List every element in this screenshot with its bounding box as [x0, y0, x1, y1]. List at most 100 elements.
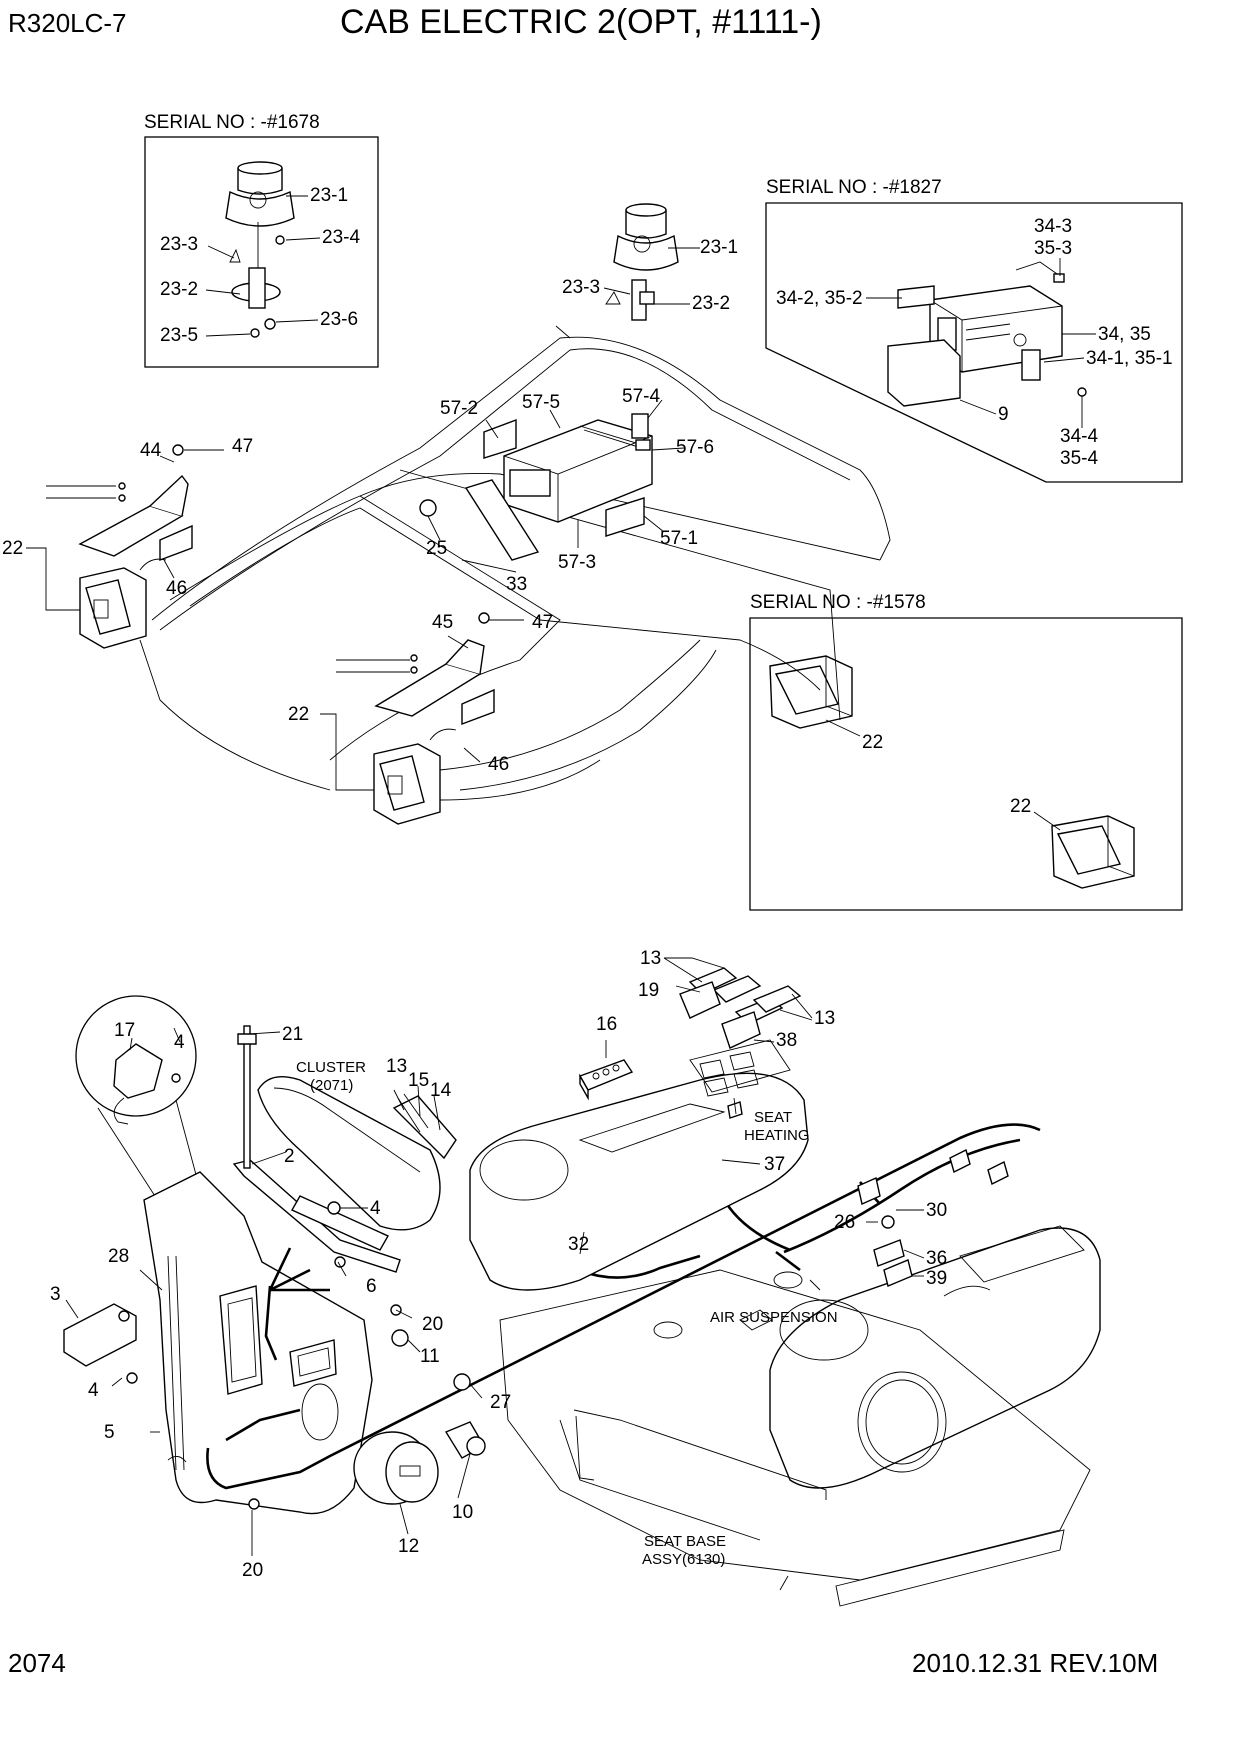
label-3: 3: [50, 1284, 61, 1305]
connectors: [727, 1101, 1009, 1287]
label-22: 22: [2, 538, 23, 559]
label-33: 33: [506, 574, 527, 595]
seat-console-left: [469, 1039, 809, 1291]
label-57-4: 57-4: [622, 386, 660, 407]
work-lamp-icon: [373, 728, 457, 825]
fasteners: [63, 1201, 471, 1510]
note-seat-base: SEAT BASE: [644, 1533, 726, 1550]
label-22: 22: [1010, 796, 1031, 817]
label-34-3: 34-3: [1034, 216, 1072, 237]
label-4: 4: [174, 1032, 185, 1053]
label-39: 39: [926, 1268, 947, 1289]
label-47: 47: [532, 612, 553, 633]
label-34-2-35-2: 34-2, 35-2: [776, 288, 863, 309]
detail-circle: [75, 995, 215, 1245]
work-lamp-bracket: [374, 612, 495, 726]
radio-unit-icon: [419, 413, 653, 561]
beacon-lamp-icon: [225, 161, 295, 338]
label-35-4: 35-4: [1060, 448, 1098, 469]
note-seat-heating: SEAT: [754, 1109, 792, 1126]
note-seat-base: ASSY(6130): [642, 1551, 725, 1568]
label-20: 20: [242, 1560, 263, 1581]
label-35-3: 35-3: [1034, 238, 1072, 259]
label-16: 16: [596, 1014, 617, 1035]
label-20: 20: [422, 1314, 443, 1335]
cab-roof: 23-1 23-3 23-2 57-2 57-5 57-4 57-6 57-1 …: [2, 203, 891, 825]
label-6: 6: [366, 1276, 377, 1297]
inset-caption: SERIAL NO : -#1578: [750, 592, 926, 613]
keypad-icon: [578, 1059, 634, 1101]
label-15: 15: [408, 1070, 429, 1091]
beacon-lamp-icon: [605, 203, 679, 321]
label-37: 37: [764, 1154, 785, 1175]
label-46: 46: [488, 754, 509, 775]
inset-frame: [765, 202, 1183, 483]
label-32: 32: [568, 1234, 589, 1255]
seat-base-frame: [499, 1269, 1091, 1607]
label-11: 11: [420, 1346, 440, 1367]
model-number: R320LC-7: [8, 8, 127, 38]
inset-lamps: SERIAL NO : -#1578 22 22: [749, 592, 1183, 911]
side-panel: [143, 1171, 373, 1515]
label-13: 13: [386, 1056, 407, 1077]
inset-frame: [144, 136, 379, 368]
label-4: 4: [88, 1380, 99, 1401]
wire-harness: [206, 1109, 1041, 1490]
label-23-2: 23-2: [160, 279, 198, 300]
label-57-3: 57-3: [558, 552, 596, 573]
label-46: 46: [166, 578, 187, 599]
label-13: 13: [814, 1008, 835, 1029]
note-cluster: CLUSTER: [296, 1059, 366, 1076]
label-34-1-35-1: 34-1, 35-1: [1086, 348, 1173, 369]
label-23-3: 23-3: [562, 277, 600, 298]
work-lamp-icon: [1051, 815, 1135, 889]
label-36: 36: [926, 1248, 947, 1269]
work-lamp-icon: [79, 558, 167, 649]
label-25: 25: [426, 538, 447, 559]
work-lamp-bracket: [78, 444, 193, 562]
label-13: 13: [640, 948, 661, 969]
page-title: CAB ELECTRIC 2(OPT, #1111-): [340, 3, 822, 41]
label-38: 38: [776, 1030, 797, 1051]
radio-unit-icon: [887, 261, 1087, 407]
inset-beacon: SERIAL NO : -#1678 23-1 23-3 23-4 2: [144, 112, 379, 368]
label-23-1: 23-1: [310, 185, 348, 206]
inset-radio: SERIAL NO : -#1827 34-3 35-3 34-2, 35: [765, 177, 1183, 483]
gauge-icon: [353, 1431, 439, 1505]
label-9: 9: [998, 404, 1009, 425]
inset-caption: SERIAL NO : -#1678: [144, 112, 320, 133]
label-21: 21: [282, 1024, 303, 1045]
label-45: 45: [432, 612, 453, 633]
label-23-1: 23-1: [700, 237, 738, 258]
label-10: 10: [452, 1502, 473, 1523]
note-seat-heating: HEATING: [744, 1127, 810, 1144]
label-34-35: 34, 35: [1098, 324, 1151, 345]
page-number: 2074: [8, 1648, 66, 1678]
label-23-2: 23-2: [692, 293, 730, 314]
label-23-5: 23-5: [160, 325, 198, 346]
note-cluster-ref: (2071): [310, 1077, 353, 1094]
label-27: 27: [490, 1392, 511, 1413]
label-28: 28: [108, 1246, 129, 1267]
note-air-suspension: AIR SUSPENSION: [710, 1309, 838, 1326]
label-4: 4: [370, 1198, 381, 1219]
switch-icon: [392, 1093, 457, 1160]
inset-frame: [749, 617, 1183, 911]
label-22: 22: [862, 732, 883, 753]
label-2: 2: [284, 1146, 295, 1167]
label-47: 47: [232, 436, 253, 457]
label-19: 19: [638, 980, 659, 1001]
label-44: 44: [140, 440, 162, 461]
label-12: 12: [398, 1536, 419, 1557]
label-26: 26: [834, 1212, 855, 1233]
label-34-4: 34-4: [1060, 426, 1098, 447]
seat-console-right: [769, 1225, 1101, 1489]
label-14: 14: [430, 1080, 452, 1101]
label-57-1: 57-1: [660, 528, 698, 549]
label-23-4: 23-4: [322, 227, 360, 248]
switch-icon: [444, 1421, 486, 1459]
cluster-housing: [257, 1076, 441, 1231]
label-57-5: 57-5: [522, 392, 560, 413]
inset-caption: SERIAL NO : -#1827: [766, 177, 942, 198]
